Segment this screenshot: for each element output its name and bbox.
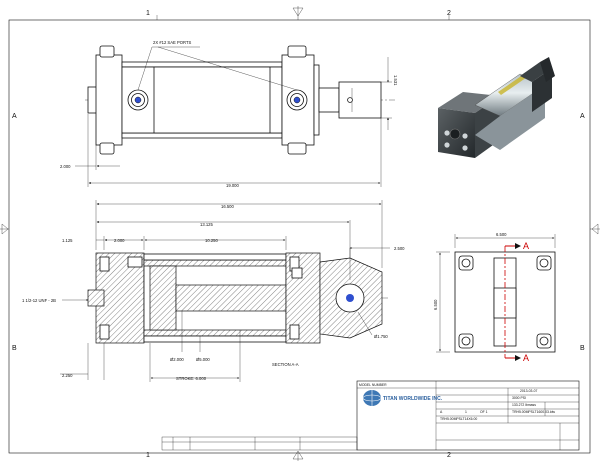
title-sheet: 1 (465, 410, 467, 414)
zone-label-2-bottom: 2 (447, 452, 451, 459)
company-name: TITAN WORLDWIDE INC. (383, 396, 443, 402)
zone-label-2-top: 2 (447, 10, 451, 17)
sheet-border (8, 19, 591, 454)
dia-bore-5000: Ø5.000 (196, 357, 210, 362)
title-of: OF 1 (480, 410, 488, 414)
zone-markers (0, 6, 600, 461)
section-marker-bottom: A (523, 353, 529, 363)
zone-label-1-top: 1 (146, 10, 150, 17)
company-logo (362, 390, 382, 406)
top-view (75, 45, 395, 187)
title-part-number: TRH5.00MPSLT14X6.00 (440, 417, 477, 421)
dim-1125: 1.125 (62, 238, 73, 243)
title-weight: 133.272 lbmass (512, 403, 536, 407)
end-view (436, 234, 556, 361)
zone-label-1-bottom: 1 (146, 452, 150, 459)
title-file: TRH5.00MPSLT1600.03.ldw (512, 410, 555, 414)
zone-label-b-left: B (12, 345, 17, 352)
model-number-label: MODEL NUMBER (359, 383, 387, 387)
dim-16500: 16.500 (221, 204, 234, 209)
dim-width-6500: 6.500 (496, 232, 507, 237)
title-date: 2013-03-07 (520, 389, 537, 393)
section-view (60, 200, 390, 382)
dim-height-1531: 1.531 (393, 75, 398, 86)
title-size: A (440, 410, 443, 414)
title-block (161, 380, 580, 451)
section-marker-top: A (523, 241, 529, 251)
dim-2500: 2.500 (394, 246, 405, 251)
zone-label-a-right: A (580, 113, 585, 120)
thread-callout: 1 1/2-12 UNF - 2B (22, 298, 56, 303)
dim-10250: 10.250 (205, 238, 218, 243)
dim-13125: 13.125 (200, 222, 213, 227)
dia-rod-2000: Ø2.000 (170, 357, 184, 362)
dim-2000-top: 2.000 (60, 164, 71, 169)
title-pressure: 3000 PSI (512, 396, 526, 400)
dim-19000: 19.000 (226, 183, 239, 188)
section-label: SECTION A-A (272, 362, 299, 367)
zone-label-a-left: A (12, 113, 17, 120)
dia-pin-1750: Ø1.750 (374, 334, 388, 339)
zone-label-b-right: B (580, 345, 585, 352)
stroke-dim: STROKE: 6.000 (176, 376, 207, 381)
dim-2000-section: 2.000 (114, 238, 125, 243)
dim-height-6500: 6.500 (433, 299, 438, 310)
port-note: 2X #12 SAE PORTS (153, 40, 192, 45)
dim-2250: 2.250 (62, 373, 73, 378)
isometric-cylinder-render (438, 57, 555, 158)
